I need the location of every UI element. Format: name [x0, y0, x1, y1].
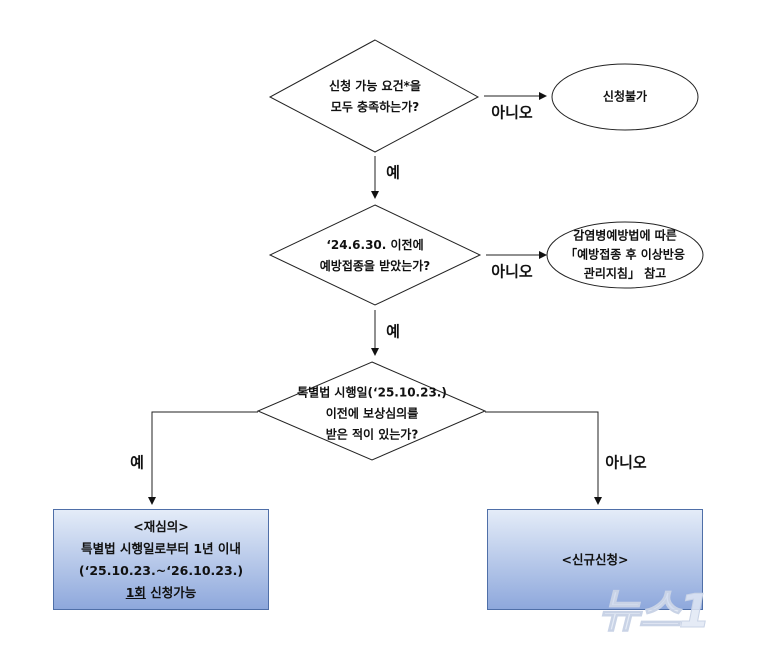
text-line: 특별법 시행일로부터 1년 이내 — [81, 540, 241, 556]
label-q2-yes: 예 — [386, 322, 400, 341]
box-reexamination: <재심의> 특별법 시행일로부터 1년 이내 (‘25.10.23.~‘26.1… — [53, 509, 269, 610]
text-line: 이전에 보상심의를 — [325, 406, 419, 421]
label-q3-no: 아니오 — [605, 453, 647, 472]
label-q1-no: 아니오 — [491, 103, 533, 122]
text-line: <신규신청> — [561, 551, 629, 567]
label-q3-yes: 예 — [130, 453, 144, 472]
q1-text: 신청 가능 요건*을 모두 충족하는가? — [329, 76, 421, 118]
text-line: 1회 신청가능 — [79, 582, 243, 604]
text-line: 특별법 시행일(‘25.10.23.) — [297, 385, 447, 400]
underlined-count: 1회 — [125, 584, 146, 600]
text-line: 받은 적이 있는가? — [325, 427, 419, 442]
text-line: 관리지침」 참고 — [583, 266, 667, 281]
label-q1-yes: 예 — [386, 163, 400, 182]
box-new-application: <신규신청> — [487, 509, 703, 610]
q2-text: ‘24.6.30. 이전에 예방접종을 받았는가? — [320, 235, 431, 277]
decision-q3 — [256, 361, 487, 461]
text-line: <재심의> — [133, 518, 189, 534]
decision-q1 — [268, 39, 480, 153]
text-line: (‘25.10.23.~‘26.10.23.) — [78, 562, 244, 578]
watermark-logo: 뉴스1 — [598, 584, 712, 639]
not-eligible-text: 신청불가 — [602, 89, 648, 104]
terminal-guideline — [546, 221, 704, 289]
q3-text: 특별법 시행일(‘25.10.23.) 이전에 보상심의를 받은 적이 있는가? — [297, 383, 447, 446]
text-line: 예방접종을 받았는가? — [319, 259, 431, 273]
arrow-q3-yes — [148, 411, 258, 505]
terminal-not-eligible — [551, 63, 699, 131]
label-q2-no: 아니오 — [491, 262, 533, 281]
text-line: 모두 충족하는가? — [330, 100, 420, 114]
text-span: 신청가능 — [145, 584, 197, 600]
text-line: 「예방접종 후 이상반응 — [565, 247, 685, 262]
text-line: 감염병예방법에 따른 — [573, 228, 677, 243]
decision-q2 — [268, 204, 482, 306]
guideline-text: 감염병예방법에 따른 「예방접종 후 이상반응 관리지침」 참고 — [565, 227, 685, 284]
text-line: ‘24.6.30. 이전에 — [326, 238, 424, 252]
arrow-q3-no — [485, 411, 602, 505]
text-line: 신청 가능 요건*을 — [329, 79, 421, 93]
